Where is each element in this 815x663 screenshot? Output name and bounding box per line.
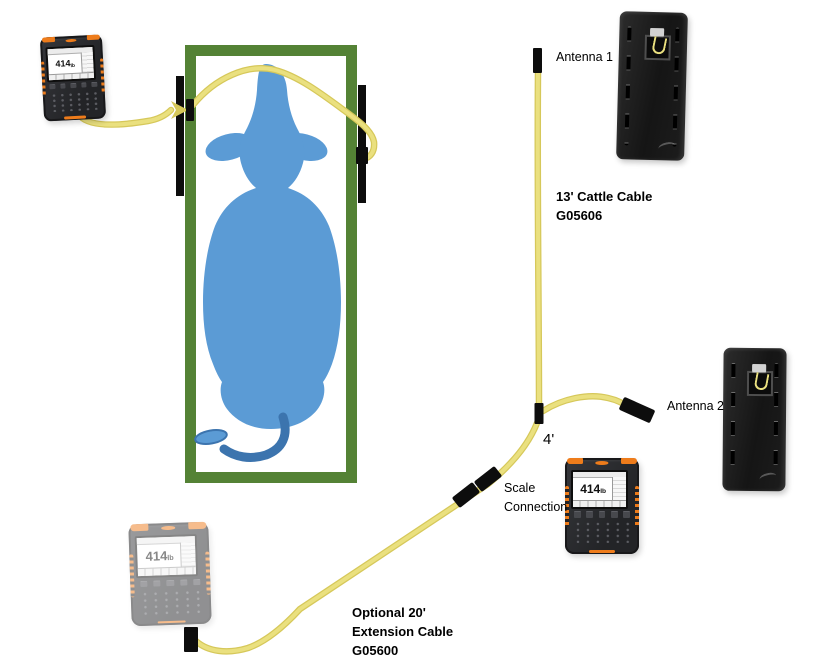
screen-menu-strip [612, 476, 627, 501]
cow-tail [219, 412, 290, 462]
cable-arrowhead [171, 101, 188, 119]
weight-unit: lb [167, 554, 174, 563]
extension-label-line1: Optional 20' [352, 605, 426, 620]
antenna-connector-box [644, 27, 672, 61]
device-keyboard [138, 588, 204, 615]
device-bottom-accent [588, 549, 616, 553]
cow-body [203, 64, 341, 429]
device-orange-corner-right [188, 521, 207, 529]
plug-half-b [474, 466, 502, 492]
cow-tail-tip [194, 429, 228, 445]
device-grip-right [634, 485, 640, 528]
weight-number: 414 [580, 481, 601, 496]
distance-label: 4' [543, 431, 555, 448]
junction-connector [534, 403, 544, 424]
antenna2-cable-connector [619, 397, 655, 423]
cable-to-antenna2 [543, 396, 631, 411]
extension-cable-label: Optional 20' Extension Cable G05600 [352, 604, 453, 661]
chute-left-antenna-bar [176, 76, 184, 196]
antenna-connector-box [746, 363, 773, 397]
chute-left-cable-connector [186, 99, 194, 121]
brand-logo-icon [595, 461, 609, 465]
panel-antenna-1 [616, 11, 688, 161]
screen-softkey-bar [138, 566, 197, 577]
cattle-cable-label-line1: 13' Cattle Cable [556, 189, 653, 204]
screen-menu-strip [80, 51, 94, 74]
extension-cable-connector [184, 627, 198, 652]
device-keyboard [572, 520, 632, 544]
chute-right-antenna-bar [358, 85, 366, 203]
panel-antenna-2 [722, 347, 787, 492]
weight-number: 414 [145, 547, 168, 564]
extension-part-number: G05600 [352, 642, 399, 658]
weight-unit: lb [70, 63, 76, 70]
screen-softkey-bar [48, 71, 94, 81]
scale-connection-plug [452, 466, 502, 508]
scale-connection-line1: Scale [504, 481, 536, 495]
cow-silhouette [194, 64, 341, 462]
cattle-chute-frame [185, 45, 357, 483]
cattle-cable-part-number: G05606 [556, 207, 603, 223]
antenna2-label: Antenna 2 [667, 399, 724, 413]
weight-number: 414 [55, 58, 71, 69]
antenna1-cable-connector [533, 48, 542, 73]
device-orange-corner-left [130, 523, 149, 531]
screen-statusbar [572, 471, 627, 478]
screen-softkey-bar [572, 499, 627, 508]
screen-menu-strip [180, 542, 196, 568]
antenna-connector-block [751, 363, 766, 373]
cable-indicator-to-chute [80, 101, 188, 125]
weight-unit: lb [600, 488, 607, 496]
antenna-connector-block [649, 27, 665, 37]
device-orange-corner-left [567, 458, 584, 465]
cattle-cable-label: 13' Cattle Cable G05606 [556, 188, 652, 226]
antenna1-label: Antenna 1 [556, 50, 613, 64]
device-function-keys [573, 511, 631, 518]
plug-half-a [452, 482, 480, 508]
extension-label-line2: Extension Cable [352, 623, 454, 639]
chute-right-cable-connector [356, 147, 368, 164]
device-keyboard [48, 89, 100, 113]
cable-13ft-cattle [538, 73, 539, 404]
device-grip-left [564, 485, 570, 528]
device-orange-corner-right [620, 458, 637, 465]
scale-connection-line2: Connection [504, 499, 568, 514]
scale-connection-label: Scale Connection [504, 479, 567, 517]
